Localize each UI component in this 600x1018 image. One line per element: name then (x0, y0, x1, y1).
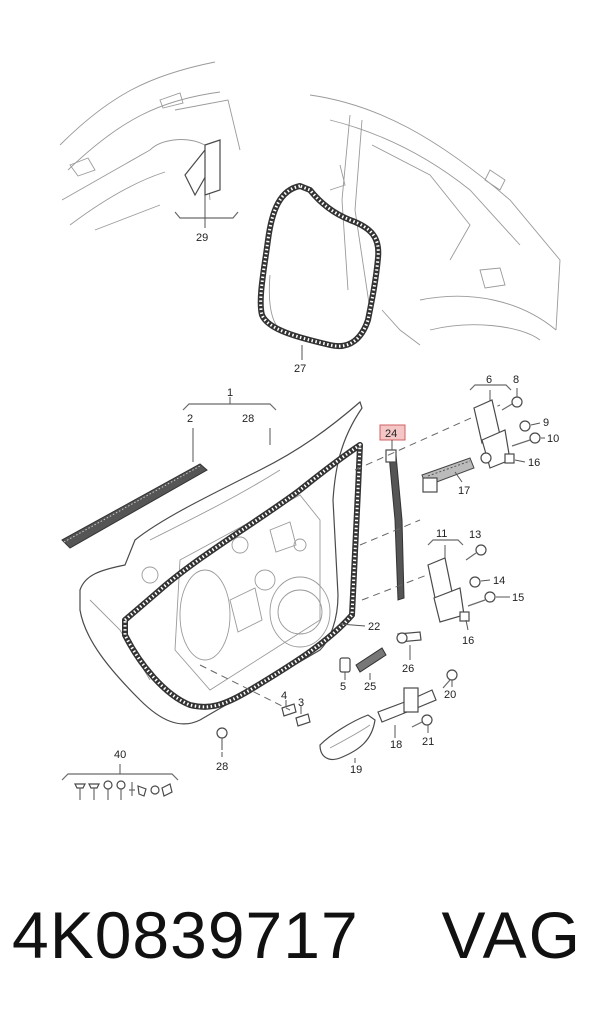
handle-bracket-18 (377, 687, 437, 738)
callout-13: 13 (469, 529, 481, 541)
callout-22: 22 (368, 621, 380, 633)
callout-20: 20 (444, 689, 456, 701)
callout-25: 25 (364, 681, 376, 693)
door-opening-seal-27 (257, 183, 382, 360)
callout-2: 2 (187, 413, 193, 425)
door-shell-1 (79, 400, 363, 725)
brand-name: VAG (441, 898, 582, 972)
screw-28 (216, 727, 228, 757)
callout-27: 27 (294, 363, 306, 375)
bolt-20 (442, 669, 458, 689)
bolt-15 (467, 591, 496, 607)
nut-14 (469, 576, 481, 588)
callout-16-lower: 16 (462, 635, 474, 647)
callout-10: 10 (547, 433, 559, 445)
bolt-10 (511, 432, 541, 447)
callout-26: 26 (402, 663, 414, 675)
car-side-view-29 (59, 61, 241, 231)
footer: 4K0839717 VAG (0, 890, 600, 980)
callout-17: 17 (458, 485, 470, 497)
screw-4 (281, 700, 297, 717)
fastener-kit-40 (74, 780, 173, 800)
parts-diagram: 29 27 1 2 28 (59, 61, 561, 800)
outer-handle-19 (319, 714, 376, 763)
door-check-strap-17 (421, 457, 475, 493)
car-body-view-27 (268, 94, 561, 346)
callout-19: 19 (350, 764, 362, 776)
callout-40: 40 (114, 749, 126, 761)
callout-6: 6 (486, 374, 492, 386)
part-number: 4K0839717 (12, 898, 359, 972)
callout-14: 14 (493, 575, 505, 587)
callout-28-lower: 28 (216, 761, 228, 773)
callout-15: 15 (512, 592, 524, 604)
bolt-26 (396, 631, 422, 660)
callout-3: 3 (298, 697, 304, 709)
callout-21: 21 (422, 736, 434, 748)
clip-25 (355, 647, 387, 680)
bolt-21 (411, 714, 433, 733)
callout-16-upper: 16 (528, 457, 540, 469)
callout-1: 1 (227, 387, 233, 399)
lower-hinge-11 (427, 557, 470, 623)
callout-4: 4 (281, 690, 287, 702)
callout-11: 11 (436, 528, 447, 540)
bolt-8 (501, 396, 523, 411)
callout-28: 28 (242, 413, 254, 425)
callout-24: 24 (385, 428, 397, 440)
vertical-seal-24 (385, 440, 405, 601)
callout-29: 29 (196, 232, 208, 244)
callout-8: 8 (513, 374, 519, 386)
grommet-5 (339, 657, 351, 680)
door-seal-22 (122, 442, 366, 710)
callout-9: 9 (543, 417, 549, 429)
bolt-13 (465, 544, 487, 561)
callout-18: 18 (390, 739, 402, 751)
screw-3 (295, 706, 311, 727)
callout-5: 5 (340, 681, 346, 693)
nut-9 (519, 420, 531, 432)
upper-hinge-6 (473, 399, 515, 469)
window-trim-strip-2 (61, 463, 208, 549)
